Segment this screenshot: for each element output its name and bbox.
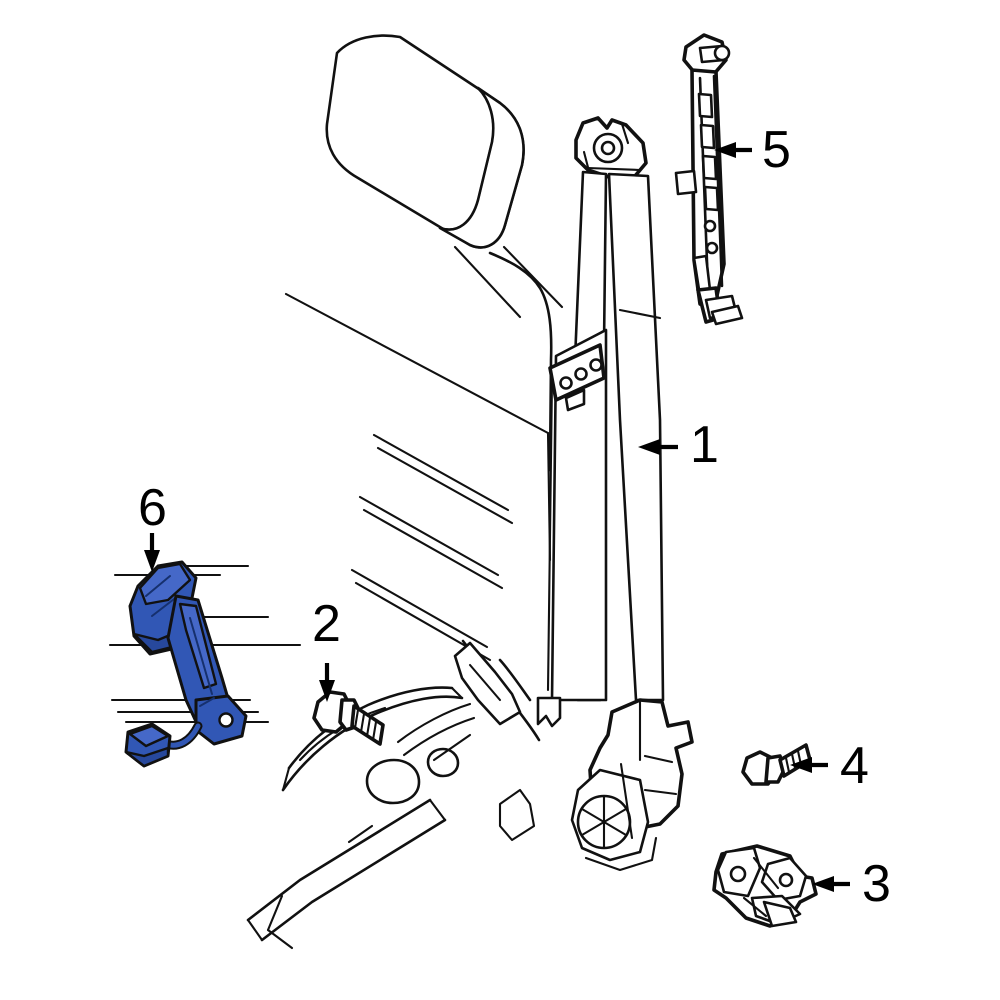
callout-label-6: 6 <box>138 479 167 537</box>
callout-2-arrow <box>319 663 335 702</box>
belt-webbing-outer <box>607 172 665 702</box>
part-2-flange-bolt <box>312 690 385 746</box>
seat-illustration <box>108 34 564 950</box>
callout-5-arrow <box>714 142 752 158</box>
part-1-seat-belt-assembly <box>536 116 694 872</box>
belt-guide-loop <box>548 343 606 412</box>
callout-label-2: 2 <box>312 595 341 653</box>
seat-frame-lower <box>246 639 541 950</box>
callout-4-arrow <box>790 757 828 773</box>
callout-3-arrow <box>812 876 850 892</box>
callout-label-4: 4 <box>840 737 869 795</box>
callout-1-arrow <box>638 439 678 455</box>
upper-belt-anchor <box>574 116 648 180</box>
callout-label-5: 5 <box>762 121 791 179</box>
part-5-height-adjuster-rail <box>674 33 744 326</box>
part-6-seat-belt-buckle <box>124 560 248 768</box>
callout-label-1: 1 <box>690 416 719 474</box>
belt-webbing-lower-left <box>550 328 608 702</box>
callout-label-3: 3 <box>862 855 891 913</box>
part-3-anchor-bracket <box>712 844 818 928</box>
belt-retractor <box>570 698 694 872</box>
belt-lower-tab <box>536 696 562 728</box>
part-4-hex-flange-bolt <box>741 743 812 786</box>
callout-6-arrow <box>144 533 160 572</box>
callout-arrows <box>144 142 850 892</box>
headrest <box>325 34 525 249</box>
